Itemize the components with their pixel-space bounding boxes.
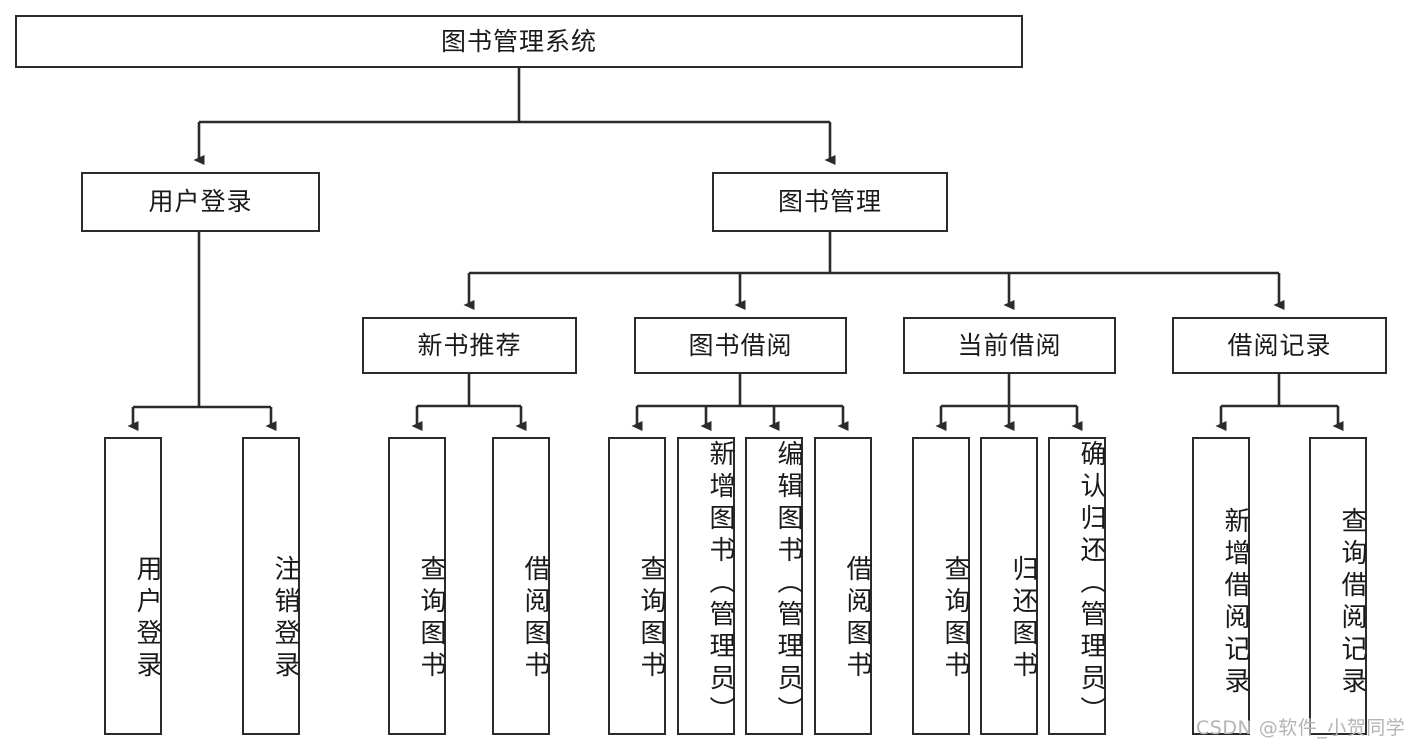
leaf-label: 借阅图书	[842, 555, 872, 683]
leaf-book-borrow-borrow[interactable]: 借阅图书	[814, 437, 872, 735]
csdn-watermark: CSDN @软件_小贺同学	[1196, 717, 1405, 739]
leaf-label: 查询图书	[940, 555, 970, 683]
leaf-records-add[interactable]: 新增借阅记录	[1192, 437, 1250, 735]
leaf-label: 查询图书	[416, 555, 446, 683]
node-new-book-recommend-label: 新书推荐	[417, 330, 522, 360]
node-book-borrow-label: 图书借阅	[688, 330, 793, 360]
node-book-borrow[interactable]: 图书借阅	[634, 317, 847, 374]
leaf-current-borrow-return[interactable]: 归还图书	[980, 437, 1038, 735]
leaf-user-login-logout[interactable]: 注销登录	[242, 437, 300, 735]
leaf-new-book-query[interactable]: 查询图书	[388, 437, 446, 735]
node-new-book-recommend[interactable]: 新书推荐	[362, 317, 577, 374]
leaf-book-borrow-add[interactable]: 新增图书（管理员）	[677, 437, 735, 735]
node-book-management[interactable]: 图书管理	[712, 172, 948, 232]
leaf-current-borrow-query[interactable]: 查询图书	[912, 437, 970, 735]
node-borrow-records-label: 借阅记录	[1227, 330, 1332, 360]
node-book-management-label: 图书管理	[777, 187, 882, 216]
node-current-borrow-label: 当前借阅	[957, 330, 1062, 360]
node-root-book-management-system[interactable]: 图书管理系统	[15, 15, 1023, 68]
leaf-book-borrow-edit[interactable]: 编辑图书（管理员）	[745, 437, 803, 735]
leaf-label: 查询借阅记录	[1337, 507, 1367, 699]
leaf-new-book-borrow[interactable]: 借阅图书	[492, 437, 550, 735]
leaf-label: 编辑图书（管理员）	[773, 440, 803, 728]
leaf-user-login-login[interactable]: 用户登录	[104, 437, 162, 735]
node-user-login-label: 用户登录	[148, 187, 253, 216]
leaf-label: 确认归还（管理员）	[1076, 440, 1106, 728]
leaf-records-query[interactable]: 查询借阅记录	[1309, 437, 1367, 735]
leaf-label: 新增借阅记录	[1220, 507, 1250, 699]
leaf-label: 借阅图书	[520, 555, 550, 683]
leaf-label: 归还图书	[1008, 555, 1038, 683]
leaf-current-borrow-confirm[interactable]: 确认归还（管理员）	[1048, 437, 1106, 735]
leaf-label: 注销登录	[270, 555, 300, 683]
node-root-label: 图书管理系统	[440, 26, 597, 56]
leaf-label: 查询图书	[636, 555, 666, 683]
leaf-label: 用户登录	[132, 555, 162, 683]
leaf-book-borrow-query[interactable]: 查询图书	[608, 437, 666, 735]
leaf-label: 新增图书（管理员）	[705, 440, 735, 728]
node-current-borrow[interactable]: 当前借阅	[903, 317, 1116, 374]
node-borrow-records[interactable]: 借阅记录	[1172, 317, 1387, 374]
node-user-login[interactable]: 用户登录	[81, 172, 320, 232]
